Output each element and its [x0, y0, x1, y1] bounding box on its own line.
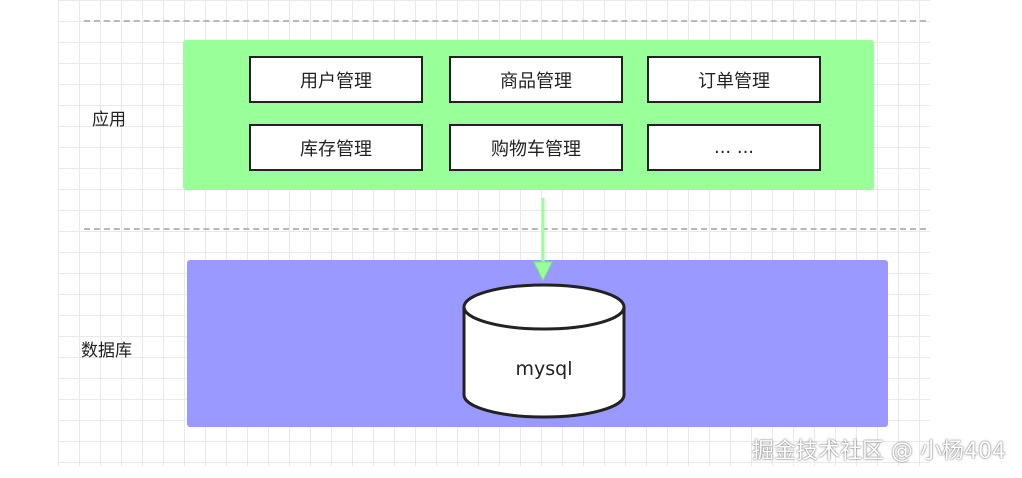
module-cart-management: 购物车管理 — [449, 124, 623, 171]
module-more: ... ... — [647, 124, 821, 171]
module-order-management: 订单管理 — [647, 56, 821, 103]
db-layer-label: 数据库 — [81, 341, 132, 361]
module-user-management: 用户管理 — [249, 56, 423, 103]
database-cylinder-icon — [462, 283, 626, 419]
app-layer-label: 应用 — [92, 110, 126, 130]
module-inventory-management: 库存管理 — [249, 124, 423, 171]
database-name: mysql — [515, 358, 573, 380]
top-divider — [84, 20, 926, 22]
app-to-db-arrow — [533, 198, 553, 282]
watermark: 掘金技术社区 @ 小杨404 — [752, 439, 1006, 464]
module-product-management: 商品管理 — [449, 56, 623, 103]
middle-divider — [84, 228, 926, 230]
